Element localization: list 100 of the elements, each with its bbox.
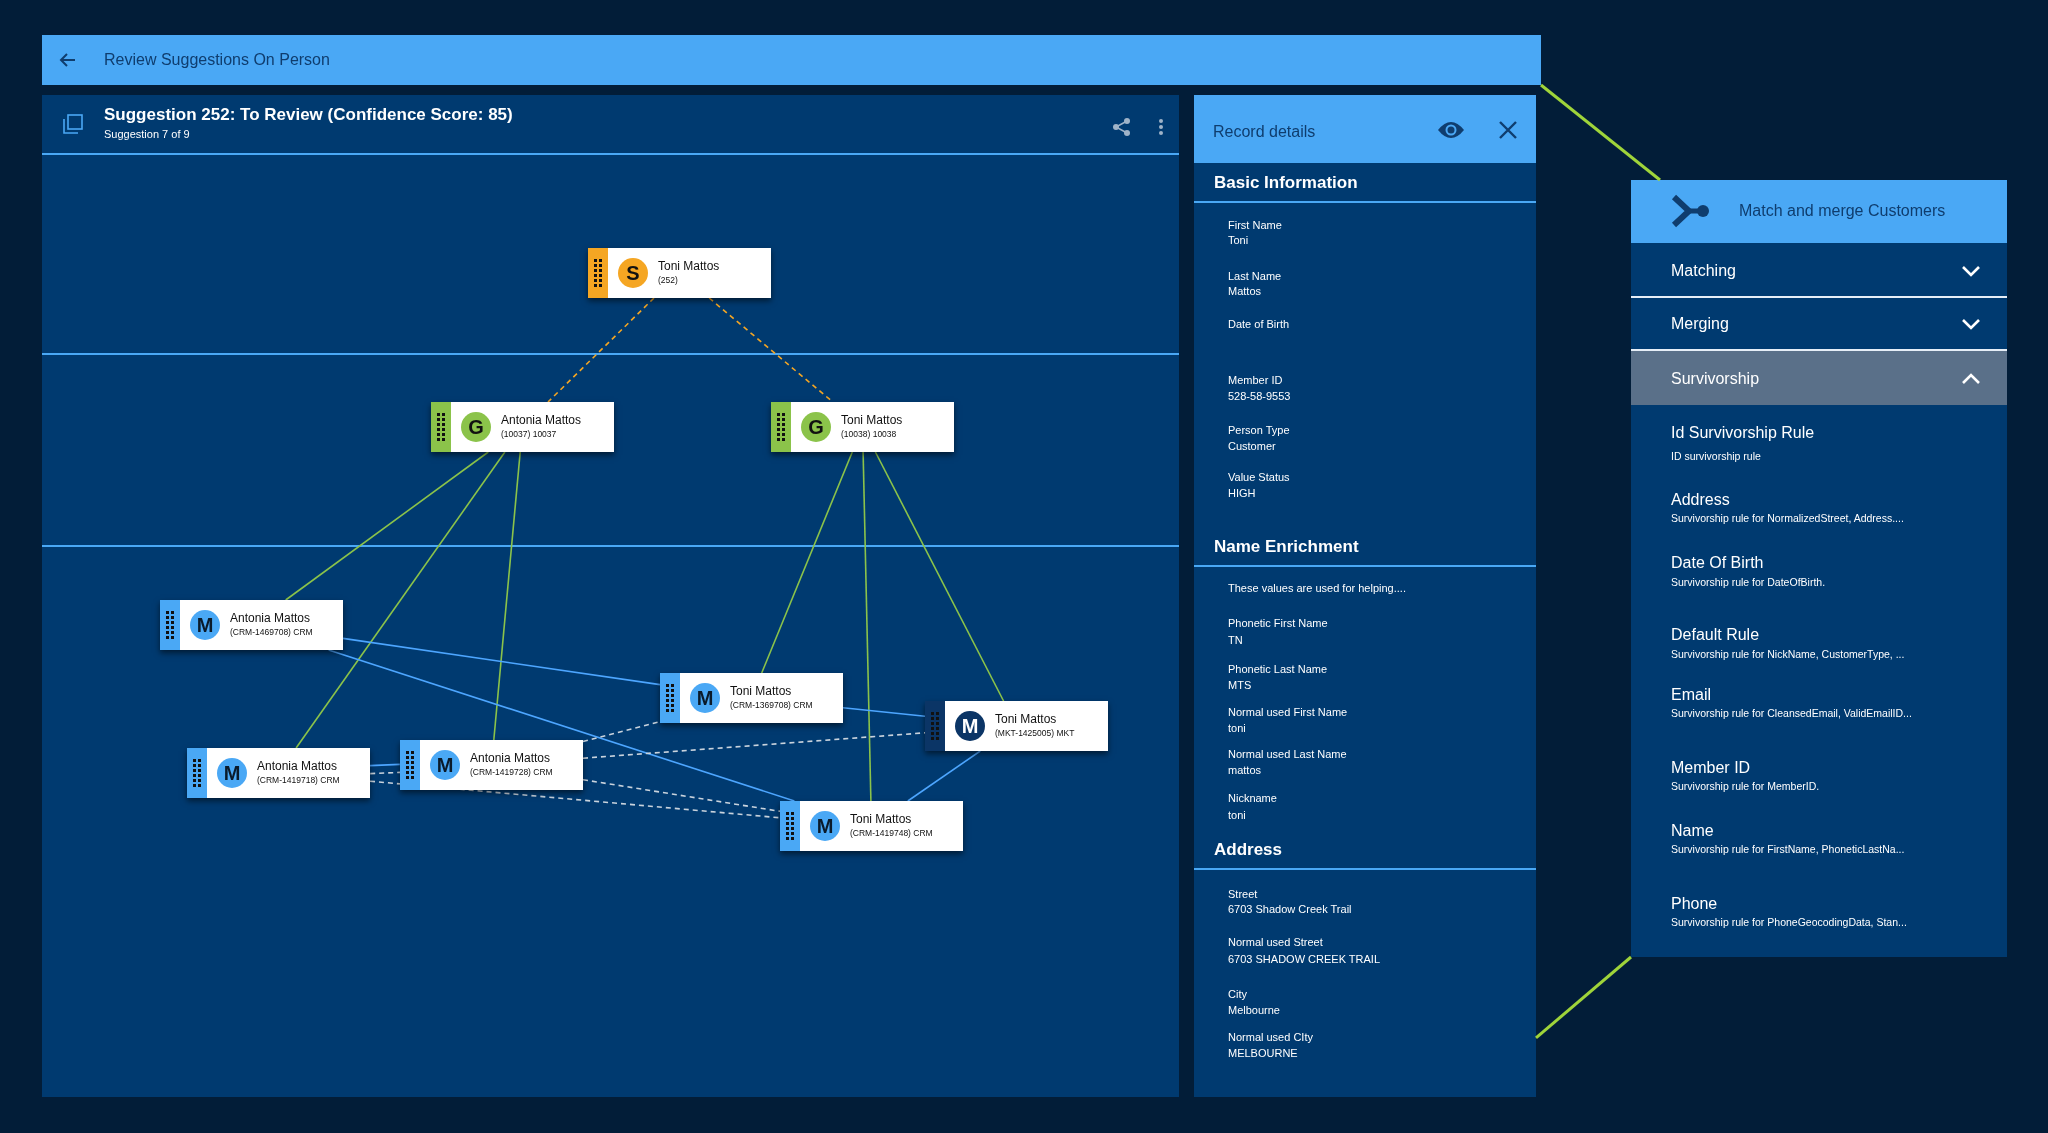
rule-description: Survivorship rule for DateOfBirth. bbox=[1671, 576, 1826, 589]
field-label: Date of Birth bbox=[1228, 318, 1290, 331]
field-value: MTS bbox=[1228, 679, 1252, 692]
rule-title: Name bbox=[1671, 822, 1714, 841]
section-heading: Address bbox=[1214, 840, 1283, 860]
initial-avatar: M bbox=[190, 610, 220, 640]
connector-line bbox=[907, 750, 982, 802]
person-name: Antonia Mattos bbox=[501, 414, 582, 428]
connector-line bbox=[760, 451, 854, 674]
person-name: Toni Mattos bbox=[850, 813, 912, 827]
accordion-header: Survivorship bbox=[1631, 349, 2007, 405]
record-card bbox=[588, 248, 771, 298]
field-value: 528-58-9553 bbox=[1228, 390, 1291, 403]
details-panel bbox=[1194, 95, 1536, 1097]
field-value: TN bbox=[1228, 634, 1243, 647]
field-value: 6703 Shadow Creek Trail bbox=[1228, 903, 1352, 916]
record-id: (10037) 10037 bbox=[501, 430, 557, 440]
connector-line bbox=[493, 451, 521, 741]
person-name: Antonia Mattos bbox=[230, 612, 311, 626]
rule-description: Survivorship rule for CleansedEmail, ValidEmailID... bbox=[1671, 707, 1912, 720]
record-card bbox=[780, 801, 963, 851]
field-label: Person Type bbox=[1228, 424, 1290, 437]
record-card bbox=[187, 748, 370, 798]
field-label: Normal used First Name bbox=[1228, 706, 1348, 719]
field-value: Mattos bbox=[1228, 285, 1261, 298]
rule-title: Phone bbox=[1671, 895, 1718, 914]
connector-line bbox=[582, 778, 781, 813]
record-id: (CRM-1419728) CRM bbox=[470, 768, 553, 778]
record-id: (10038) 10038 bbox=[841, 430, 897, 440]
field-value: MELBOURNE bbox=[1228, 1047, 1298, 1060]
field-value: Melbourne bbox=[1228, 1004, 1280, 1017]
record-id: (CRM-1369708) CRM bbox=[730, 701, 813, 711]
connector-line bbox=[547, 297, 655, 403]
field-label: City bbox=[1228, 988, 1247, 1001]
field-value: toni bbox=[1228, 809, 1246, 822]
field-value: toni bbox=[1228, 722, 1246, 735]
field-value: 6703 SHADOW CREEK TRAIL bbox=[1228, 953, 1380, 966]
record-card bbox=[400, 740, 583, 790]
field-label: Last Name bbox=[1228, 270, 1282, 283]
header-bar bbox=[42, 35, 1541, 85]
connector-line bbox=[369, 771, 401, 775]
field-value: mattos bbox=[1228, 764, 1261, 777]
person-name: Toni Mattos bbox=[658, 260, 720, 274]
field-value: Toni bbox=[1228, 234, 1249, 247]
record-id: (CRM-1469708) CRM bbox=[230, 628, 313, 638]
callout-line bbox=[1535, 955, 1632, 1040]
initial-avatar: G bbox=[801, 412, 831, 442]
rule-description: Survivorship rule for MemberID. bbox=[1671, 780, 1820, 793]
section-heading: Basic Information bbox=[1214, 173, 1358, 193]
record-card bbox=[160, 600, 343, 650]
person-name: Antonia Mattos bbox=[470, 752, 551, 766]
connector-line bbox=[342, 637, 661, 686]
field-label: Member ID bbox=[1228, 374, 1283, 387]
field-value: HIGH bbox=[1228, 487, 1256, 500]
note-text: These values are used for helping.... bbox=[1228, 582, 1406, 595]
record-card bbox=[660, 673, 843, 723]
connector-line bbox=[295, 451, 506, 749]
connector-line bbox=[582, 732, 926, 759]
person-name: Antonia Mattos bbox=[257, 760, 338, 774]
connector-line bbox=[327, 649, 796, 802]
connector-line bbox=[874, 451, 1005, 702]
callout-line bbox=[1540, 83, 1661, 182]
record-card bbox=[771, 402, 954, 452]
panel-title: Record details bbox=[1213, 123, 1316, 142]
field-label: Street bbox=[1228, 888, 1258, 901]
subtitle-text: Suggestion 7 of 9 bbox=[104, 128, 190, 141]
person-name: Toni Mattos bbox=[730, 685, 792, 699]
record-card bbox=[431, 402, 614, 452]
rule-title: Email bbox=[1671, 686, 1711, 705]
field-value: Customer bbox=[1228, 440, 1276, 453]
rule-description: Survivorship rule for FirstName, PhoneticLastNa... bbox=[1671, 843, 1905, 856]
record-id: (MKT-1425005) MKT bbox=[995, 729, 1075, 739]
initial-avatar: M bbox=[217, 758, 247, 788]
rule-title: Default Rule bbox=[1671, 626, 1760, 645]
field-label: First Name bbox=[1228, 219, 1282, 232]
field-label: Normal used Street bbox=[1228, 936, 1323, 949]
initial-avatar: G bbox=[461, 412, 491, 442]
rule-description: Survivorship rule for NormalizedStreet, Address.... bbox=[1671, 512, 1904, 525]
person-name: Toni Mattos bbox=[841, 414, 903, 428]
field-label: Normal used Last Name bbox=[1228, 748, 1347, 761]
initial-avatar: M bbox=[430, 750, 460, 780]
record-id: (CRM-1419718) CRM bbox=[257, 776, 340, 786]
initial-avatar: M bbox=[810, 811, 840, 841]
field-label: Value Status bbox=[1228, 471, 1290, 484]
initial-avatar: S bbox=[618, 258, 648, 288]
connector-line bbox=[369, 780, 781, 819]
connector-line bbox=[842, 706, 926, 718]
initial-avatar: M bbox=[690, 683, 720, 713]
rule-description: Survivorship rule for PhoneGeocodingData, Stan... bbox=[1671, 916, 1907, 929]
field-label: Phonetic Last Name bbox=[1228, 663, 1328, 676]
field-label: Normal used CIty bbox=[1228, 1031, 1313, 1044]
record-id: (252) bbox=[658, 276, 678, 286]
settings-panel bbox=[1631, 180, 2007, 957]
graph-panel bbox=[42, 95, 1179, 1097]
rule-description: Survivorship rule for NickName, CustomerType, ... bbox=[1671, 648, 1905, 661]
rule-title: Id Survivorship Rule bbox=[1671, 424, 1815, 443]
rule-title: Address bbox=[1671, 491, 1730, 510]
field-label: Nickname bbox=[1228, 792, 1277, 805]
panel-title: Suggestion 252: To Review (Confidence Score: 85) bbox=[104, 105, 513, 125]
rule-title: Member ID bbox=[1671, 759, 1751, 778]
